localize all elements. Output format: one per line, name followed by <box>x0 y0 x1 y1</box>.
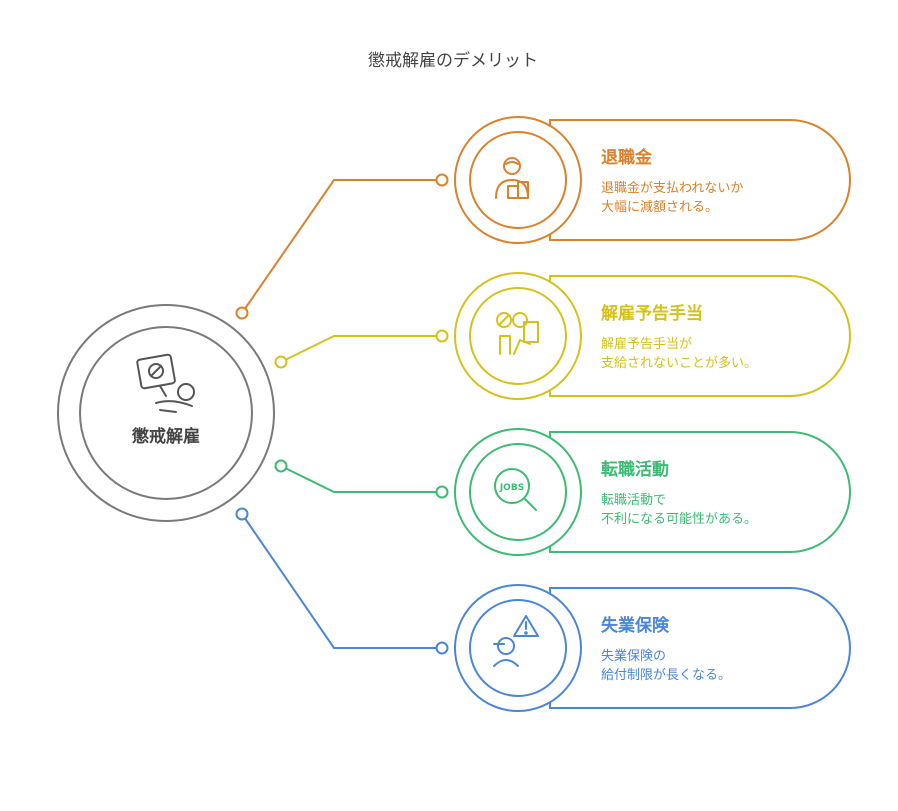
card-inner-ring <box>469 599 567 697</box>
connector-line <box>241 513 442 649</box>
card-pill <box>548 587 851 709</box>
card-description-line: 給付制限が長くなる。 <box>601 668 731 683</box>
card-pill <box>548 119 851 241</box>
card-title: 失業保険 <box>601 615 670 636</box>
connectors <box>235 173 449 655</box>
card-description-line: 失業保険の <box>601 648 666 664</box>
connector-line <box>280 465 442 493</box>
card-title: 解雇予告手当 <box>601 303 703 324</box>
center-label: 懲戒解雇 <box>131 426 200 447</box>
connector-start-dot <box>235 507 249 521</box>
connector-end-dot <box>435 173 449 187</box>
connector-line <box>280 335 442 363</box>
person-carrying-box-icon <box>496 312 539 355</box>
connector-start-dot <box>274 355 288 369</box>
person-with-boxes-icon <box>495 157 529 199</box>
connector-end-dot <box>435 329 449 343</box>
card-title: 転職活動 <box>601 459 669 480</box>
card-pill <box>548 275 851 397</box>
card-description-line: 転職活動で <box>601 493 666 508</box>
card-inner-ring <box>469 287 567 385</box>
card-pill <box>548 431 851 553</box>
connector-line <box>241 179 442 314</box>
person-warning-icon <box>493 615 539 667</box>
card-description-line: 支給されないことが多い。 <box>601 355 757 371</box>
card-description-line: 大幅に減額される。 <box>601 199 718 215</box>
cards: 退職金退職金が支払われないか大幅に減額される。解雇予告手当解雇予告手当が支給され… <box>454 116 851 712</box>
center-hub: 懲戒解雇 <box>57 304 275 522</box>
connector-end-dot <box>435 641 449 655</box>
card-description-line: 不利になる可能性がある。 <box>601 512 757 527</box>
jobs-magnifier-icon: JOBS <box>494 468 537 511</box>
hub-outer-ring <box>57 304 275 522</box>
connector-end-dot <box>435 485 449 499</box>
connector-start-dot <box>235 306 249 320</box>
jobs-text: JOBS <box>499 483 524 493</box>
hub-inner-ring <box>79 326 253 500</box>
connector-start-dot <box>274 459 288 473</box>
card-description-line: 解雇予告手当が <box>601 336 692 352</box>
diagram-title: 懲戒解雇のデメリット <box>368 50 538 71</box>
dismissal-sign-person-icon <box>136 353 195 413</box>
card-description-line: 退職金が支払われないか <box>601 180 743 196</box>
card-title: 退職金 <box>601 147 653 168</box>
card-inner-ring <box>469 443 567 541</box>
